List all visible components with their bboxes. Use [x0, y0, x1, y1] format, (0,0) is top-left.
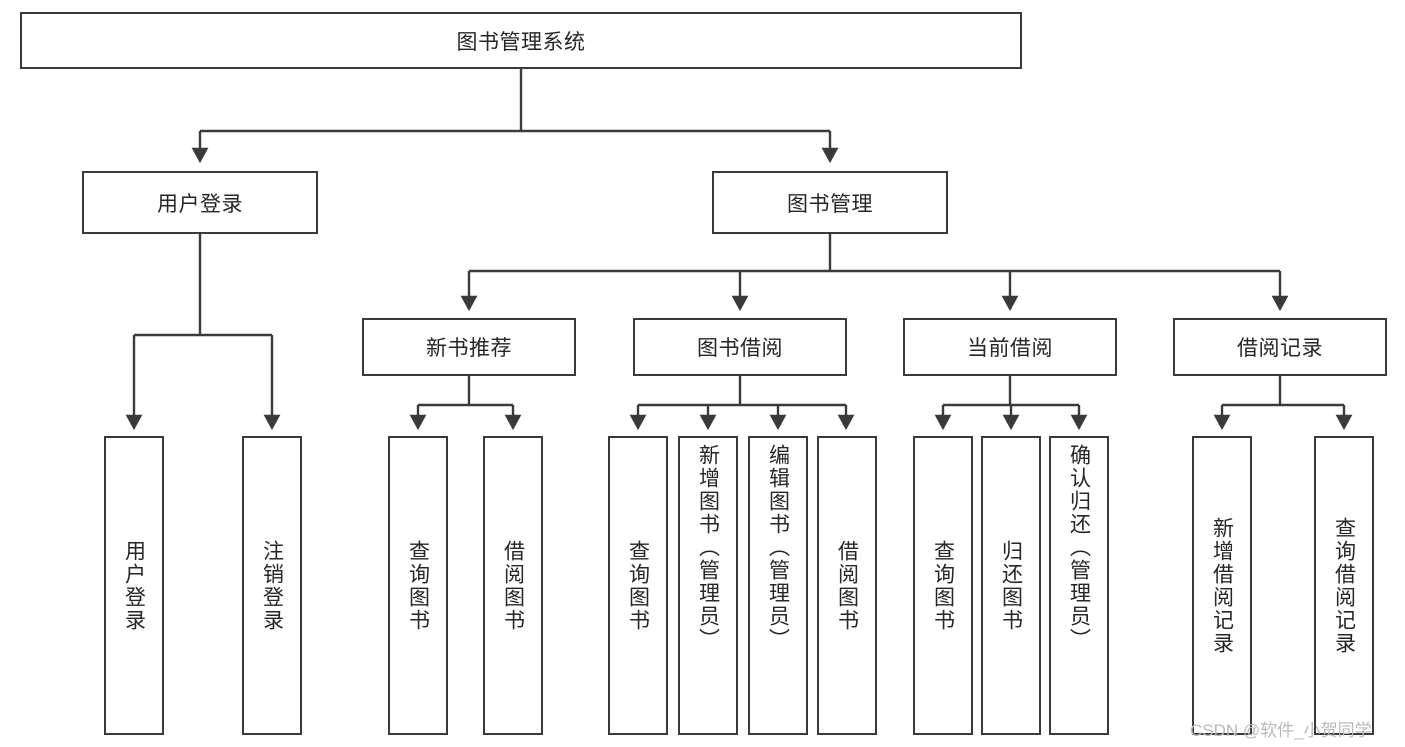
leaf-user-login[interactable]: 用户登录 — [104, 436, 164, 735]
node-current-borrow[interactable]: 当前借阅 — [903, 318, 1117, 376]
leaf-query-book-recommend[interactable]: 查询图书 — [388, 436, 448, 735]
node-label: 查询借阅记录 — [1332, 516, 1356, 655]
node-label: 查询图书 — [626, 539, 650, 632]
leaf-add-book-admin[interactable]: 新增图书（管理员） — [678, 436, 738, 735]
node-label: 用户登录 — [157, 192, 243, 216]
node-label: 图书管理系统 — [456, 30, 586, 54]
node-label: 查询图书 — [931, 539, 955, 632]
node-label: 图书借阅 — [697, 337, 783, 360]
node-user-login[interactable]: 用户登录 — [82, 171, 318, 234]
leaf-return-book[interactable]: 归还图书 — [981, 436, 1041, 735]
node-label: 确认归还（管理员） — [1067, 444, 1091, 651]
node-new-book-recommend[interactable]: 新书推荐 — [362, 318, 576, 376]
node-label: 新书推荐 — [426, 337, 512, 360]
node-label: 归还图书 — [999, 539, 1023, 632]
node-book-management[interactable]: 图书管理 — [712, 171, 948, 234]
node-label: 注销登录 — [260, 539, 284, 632]
leaf-edit-book-admin[interactable]: 编辑图书（管理员） — [748, 436, 808, 735]
leaf-query-book-borrow[interactable]: 查询图书 — [608, 436, 668, 735]
node-label: 借阅记录 — [1237, 337, 1323, 360]
node-label: 当前借阅 — [967, 337, 1053, 360]
node-label: 借阅图书 — [835, 539, 859, 632]
node-label: 借阅图书 — [501, 539, 525, 632]
node-borrow-records[interactable]: 借阅记录 — [1173, 318, 1387, 376]
csdn-watermark: CSDN @软件_小贺同学 — [1190, 721, 1372, 740]
leaf-query-borrow-record[interactable]: 查询借阅记录 — [1314, 436, 1374, 735]
node-root-system[interactable]: 图书管理系统 — [20, 12, 1022, 69]
leaf-borrow-book-recommend[interactable]: 借阅图书 — [483, 436, 543, 735]
leaf-logout[interactable]: 注销登录 — [242, 436, 302, 735]
leaf-query-book-current[interactable]: 查询图书 — [913, 436, 973, 735]
node-label: 新增图书（管理员） — [696, 444, 720, 651]
node-label: 编辑图书（管理员） — [766, 444, 790, 651]
leaf-confirm-return-admin[interactable]: 确认归还（管理员） — [1049, 436, 1109, 735]
node-label: 用户登录 — [122, 539, 146, 632]
node-book-borrow[interactable]: 图书借阅 — [633, 318, 847, 376]
node-label: 新增借阅记录 — [1210, 516, 1234, 655]
node-label: 查询图书 — [406, 539, 430, 632]
leaf-borrow-book[interactable]: 借阅图书 — [817, 436, 877, 735]
node-label: 图书管理 — [787, 192, 873, 216]
leaf-add-borrow-record[interactable]: 新增借阅记录 — [1192, 436, 1252, 735]
